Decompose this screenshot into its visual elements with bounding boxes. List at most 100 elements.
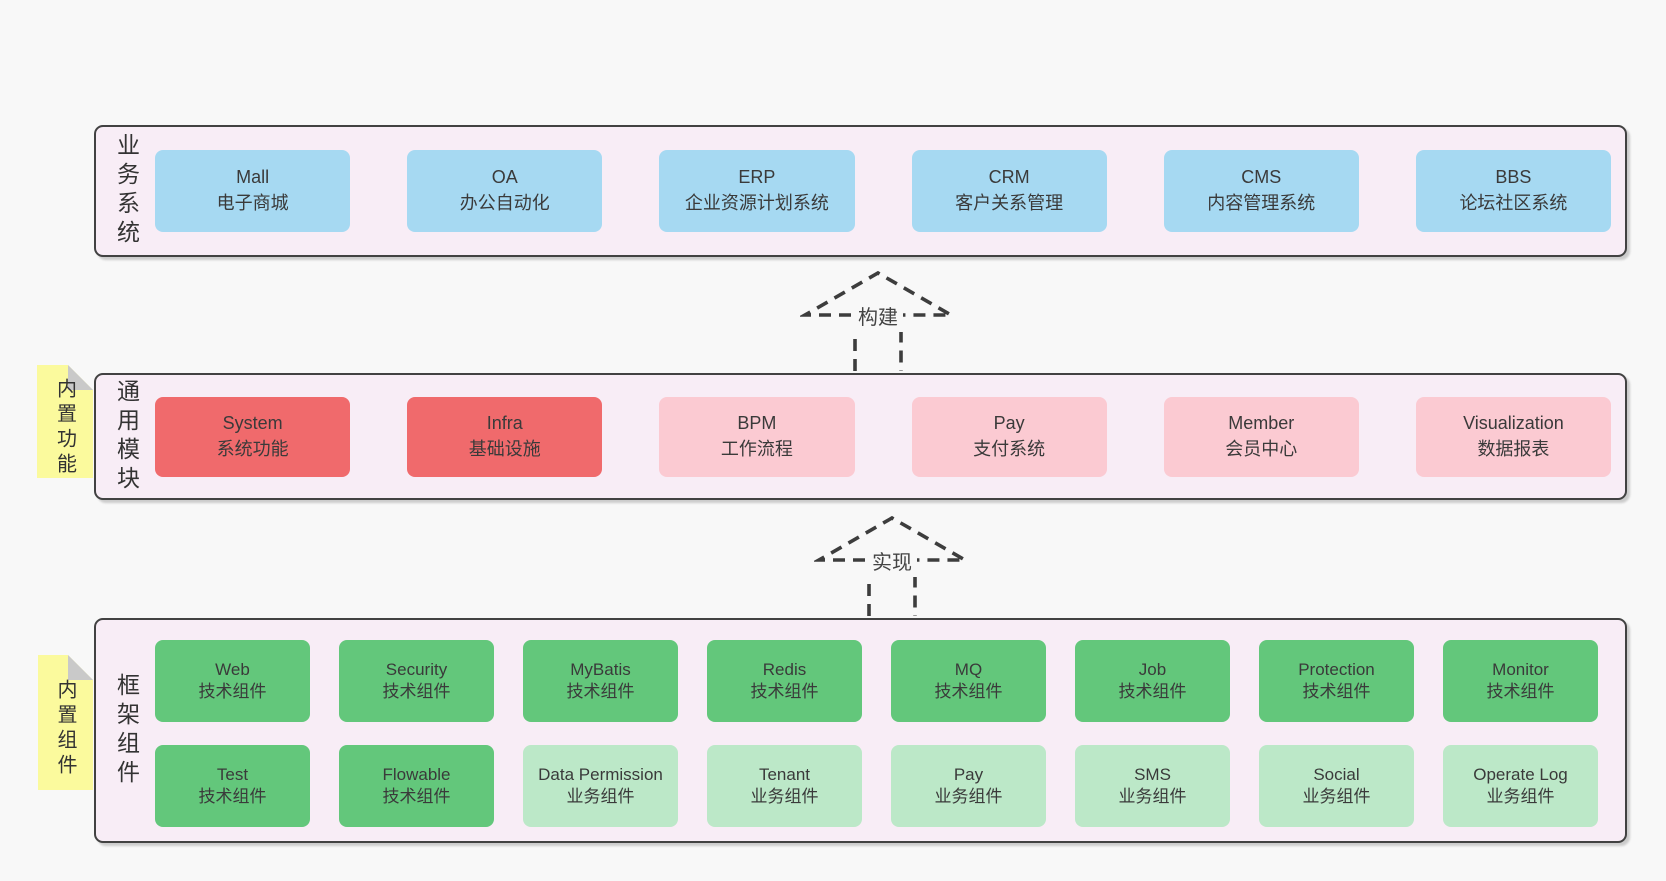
arrow-implement-label: 实现 — [867, 550, 917, 577]
box-web: Web 技术组件 — [155, 640, 310, 722]
box-subtitle: 技术组件 — [1302, 682, 1371, 701]
box-subtitle: 业务组件 — [566, 787, 635, 806]
box-redis: Redis 技术组件 — [707, 640, 862, 722]
box-subtitle: 技术组件 — [382, 682, 451, 701]
box-title: Infra — [486, 412, 523, 433]
box-subtitle: 会员中心 — [1225, 438, 1298, 459]
sticky-built-in-functions: 内置功能 — [37, 365, 93, 478]
box-subtitle: 技术组件 — [1486, 682, 1555, 701]
box-cms: CMS 内容管理系统 — [1163, 150, 1359, 232]
box-title: Tenant — [758, 764, 811, 784]
box-subtitle: 业务组件 — [750, 787, 819, 806]
box-sms: SMS 业务组件 — [1075, 745, 1230, 827]
box-title: Monitor — [1492, 659, 1549, 679]
box-subtitle: 业务组件 — [1118, 787, 1187, 806]
common-modules-band: 通用模块 System 系统功能 Infra 基础设施 BPM 工作流程 Pay… — [94, 373, 1627, 500]
box-subtitle: 技术组件 — [750, 682, 819, 701]
arrow-build: 构建 — [800, 267, 956, 373]
box-subtitle: 业务组件 — [1302, 787, 1371, 806]
box-title: CMS — [1241, 167, 1282, 188]
box-title: Member — [1228, 412, 1295, 433]
box-operate-log: Operate Log 业务组件 — [1443, 745, 1598, 827]
box-subtitle: 技术组件 — [1118, 682, 1187, 701]
box-title: OA — [491, 167, 518, 188]
band-label-components: 框架组件 — [113, 672, 140, 789]
box-subtitle: 支付系统 — [973, 438, 1046, 459]
box-member: Member 会员中心 — [1163, 396, 1359, 477]
box-title: Web — [215, 659, 250, 679]
box-title: Redis — [762, 659, 807, 679]
box-title: Pay — [993, 412, 1025, 433]
box-title: Mall — [236, 167, 270, 188]
band-label-modules: 通用模块 — [113, 378, 140, 495]
box-protection: Protection 技术组件 — [1259, 640, 1414, 722]
box-title: BBS — [1495, 167, 1532, 188]
box-visualization: Visualization 数据报表 — [1415, 396, 1612, 477]
box-title: Protection — [1298, 659, 1375, 679]
sticky-built-in-components: 内置组件 — [38, 655, 93, 790]
box-title: ERP — [738, 167, 776, 188]
box-title: Flowable — [382, 764, 451, 784]
box-data-permission: Data Permission 业务组件 — [523, 745, 678, 827]
box-subtitle: 技术组件 — [198, 682, 267, 701]
box-mall: Mall 电子商城 — [155, 150, 351, 232]
box-subtitle: 技术组件 — [382, 787, 451, 806]
box-subtitle: 论坛社区系统 — [1459, 193, 1568, 213]
box-subtitle: 企业资源计划系统 — [684, 193, 829, 213]
box-title: MQ — [954, 659, 983, 679]
arrow-implement: 实现 — [814, 512, 970, 618]
box-title: Social — [1313, 764, 1360, 784]
framework-components-band: 框架组件 Web 技术组件 Security 技术组件 MyBatis 技术组件… — [94, 618, 1627, 843]
box-title: BPM — [737, 412, 777, 433]
box-title: Visualization — [1463, 412, 1564, 433]
box-test: Test 技术组件 — [155, 745, 310, 827]
box-title: Security — [385, 659, 448, 679]
box-title: Test — [216, 764, 249, 784]
box-pay-component: Pay 业务组件 — [891, 745, 1046, 827]
box-title: MyBatis — [570, 659, 631, 679]
box-subtitle: 客户关系管理 — [955, 193, 1064, 213]
business-boxes: Mall 电子商城 OA 办公自动化 ERP 企业资源计划系统 CRM 客户关系… — [153, 127, 1625, 255]
arrow-build-label: 构建 — [853, 305, 903, 332]
box-subtitle: 系统功能 — [216, 438, 289, 459]
box-subtitle: 技术组件 — [566, 682, 635, 701]
band-label-business: 业务系统 — [113, 133, 140, 249]
box-mq: MQ 技术组件 — [891, 640, 1046, 722]
sticky-label: 内置功能 — [53, 377, 76, 478]
box-subtitle: 技术组件 — [198, 787, 267, 806]
box-security: Security 技术组件 — [339, 640, 494, 722]
box-subtitle: 业务组件 — [934, 787, 1003, 806]
box-title: CRM — [988, 167, 1030, 188]
box-subtitle: 数据报表 — [1477, 438, 1550, 459]
box-oa: OA 办公自动化 — [407, 150, 603, 232]
box-pay-module: Pay 支付系统 — [911, 396, 1107, 477]
box-subtitle: 技术组件 — [934, 682, 1003, 701]
box-title: System — [222, 412, 283, 433]
box-title: SMS — [1134, 764, 1171, 784]
box-mybatis: MyBatis 技术组件 — [523, 640, 678, 722]
box-title: Pay — [953, 764, 984, 784]
box-social: Social 业务组件 — [1259, 745, 1414, 827]
box-job: Job 技术组件 — [1075, 640, 1230, 722]
box-flowable: Flowable 技术组件 — [339, 745, 494, 827]
component-boxes: Web 技术组件 Security 技术组件 MyBatis 技术组件 Redi… — [153, 620, 1625, 841]
box-subtitle: 业务组件 — [1486, 787, 1555, 806]
business-systems-band: 业务系统 Mall 电子商城 OA 办公自动化 ERP 企业资源计划系统 CRM… — [94, 125, 1627, 257]
box-subtitle: 内容管理系统 — [1207, 193, 1316, 213]
box-erp: ERP 企业资源计划系统 — [659, 150, 855, 232]
box-crm: CRM 客户关系管理 — [911, 150, 1107, 232]
box-bbs: BBS 论坛社区系统 — [1415, 150, 1612, 232]
box-system: System 系统功能 — [155, 396, 351, 477]
box-title: Data Permission — [538, 764, 663, 784]
box-subtitle: 办公自动化 — [459, 193, 550, 213]
box-title: Operate Log — [1473, 764, 1568, 784]
box-monitor: Monitor 技术组件 — [1443, 640, 1598, 722]
module-boxes: System 系统功能 Infra 基础设施 BPM 工作流程 Pay 支付系统… — [153, 375, 1625, 498]
box-subtitle: 电子商城 — [216, 193, 289, 213]
box-title: Job — [1138, 659, 1167, 679]
box-infra: Infra 基础设施 — [407, 396, 603, 477]
box-subtitle: 基础设施 — [468, 438, 541, 459]
sticky-label: 内置组件 — [54, 678, 76, 779]
box-bpm: BPM 工作流程 — [659, 396, 855, 477]
box-subtitle: 工作流程 — [720, 438, 793, 459]
